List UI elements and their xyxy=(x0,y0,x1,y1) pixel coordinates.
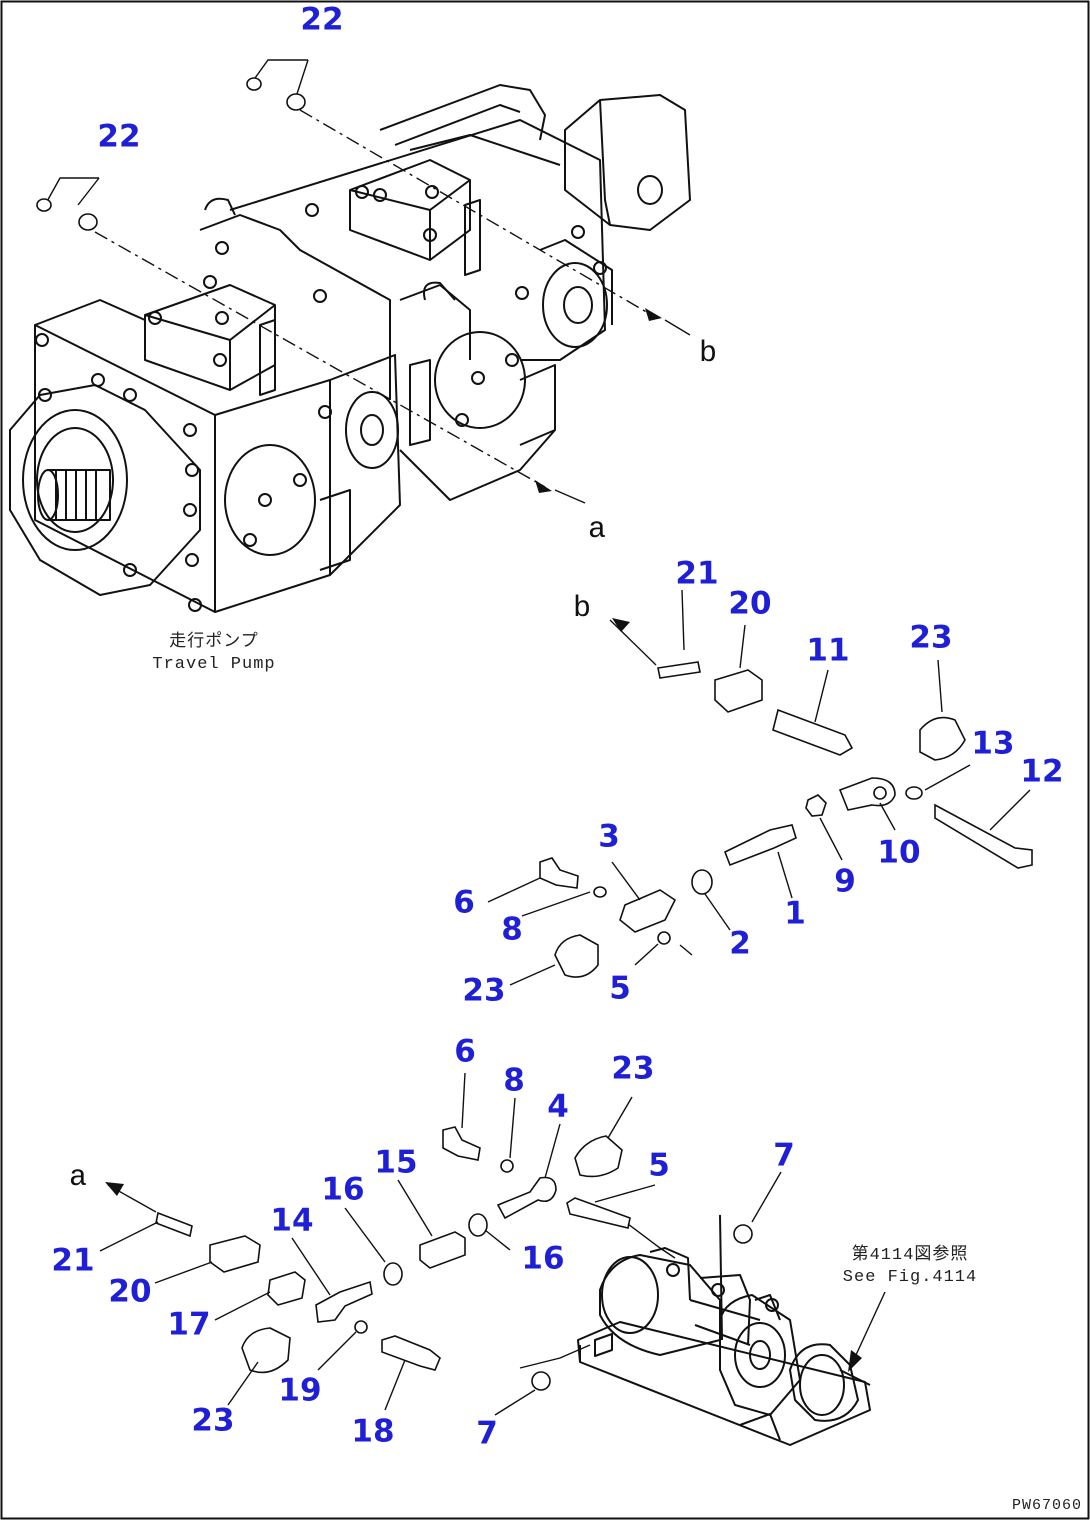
travel-pump-caption-en: Travel Pump xyxy=(152,655,276,674)
callout-21: 21 xyxy=(51,1242,95,1279)
callout-4: 4 xyxy=(547,1088,569,1125)
callout-7: 7 xyxy=(773,1137,795,1174)
travel-pump-caption: 走行ポンプ Travel Pump xyxy=(152,632,275,676)
callout-20: 20 xyxy=(108,1273,152,1310)
callout-13: 13 xyxy=(971,725,1015,762)
callout-20: 20 xyxy=(728,585,772,622)
lower-leader-lines xyxy=(99,1072,782,1416)
callout-22: 22 xyxy=(97,118,141,155)
callout-23: 23 xyxy=(909,619,953,656)
callout-9: 9 xyxy=(834,863,856,900)
callout-3: 3 xyxy=(598,818,620,855)
ref-letter-b: b xyxy=(698,337,718,371)
ref-letter-b: b xyxy=(572,592,592,626)
callout-19: 19 xyxy=(278,1372,322,1409)
lower-linkage-parts xyxy=(155,1126,753,1391)
callout-8: 8 xyxy=(501,911,523,948)
callout-18: 18 xyxy=(351,1413,395,1450)
see-fig-caption-en: See Fig.4114 xyxy=(842,1268,978,1287)
callout-12: 12 xyxy=(1020,753,1064,790)
travel-pump-caption-ja: 走行ポンプ xyxy=(169,633,259,652)
callout-16: 16 xyxy=(321,1171,365,1208)
arrow-b-lower xyxy=(612,618,630,632)
see-fig-caption-ja: 第4114図参照 xyxy=(851,1246,969,1265)
callout-16: 16 xyxy=(521,1240,565,1277)
callout-22: 22 xyxy=(300,1,344,38)
upper-linkage-parts xyxy=(539,661,1033,978)
arrow-b-upper xyxy=(645,308,662,321)
pedal-assembly-drawing xyxy=(577,1214,871,1446)
callout-6: 6 xyxy=(454,1033,476,1070)
callout-15: 15 xyxy=(374,1144,418,1181)
ref-letter-a: a xyxy=(587,513,607,547)
callout-11: 11 xyxy=(806,632,850,669)
arrow-a-upper xyxy=(535,480,552,493)
pump-hardware xyxy=(36,77,306,231)
callout-7: 7 xyxy=(476,1415,498,1452)
arrow-see-fig xyxy=(848,1350,862,1372)
callout-8: 8 xyxy=(503,1062,525,1099)
callout-10: 10 xyxy=(877,834,921,871)
callout-5: 5 xyxy=(648,1147,670,1184)
callout-17: 17 xyxy=(167,1306,211,1343)
travel-pump-drawing xyxy=(9,84,691,613)
arrow-a-lower xyxy=(105,1182,124,1196)
callout-6: 6 xyxy=(453,884,475,921)
callout-23: 23 xyxy=(191,1402,235,1439)
callout-21: 21 xyxy=(675,555,719,592)
upper-leader-lines xyxy=(487,589,1031,986)
callout-2: 2 xyxy=(729,925,751,962)
ref-letter-a: a xyxy=(68,1161,88,1195)
callout-1: 1 xyxy=(784,895,806,932)
callout-23: 23 xyxy=(462,972,506,1009)
callout-14: 14 xyxy=(270,1202,314,1239)
callout-23: 23 xyxy=(611,1050,655,1087)
see-fig-caption: 第4114図参照 See Fig.4114 xyxy=(843,1245,977,1289)
callout-5: 5 xyxy=(609,970,631,1007)
drawing-code: PW67060 xyxy=(1011,1497,1082,1514)
pump-leader-lines xyxy=(44,59,691,504)
